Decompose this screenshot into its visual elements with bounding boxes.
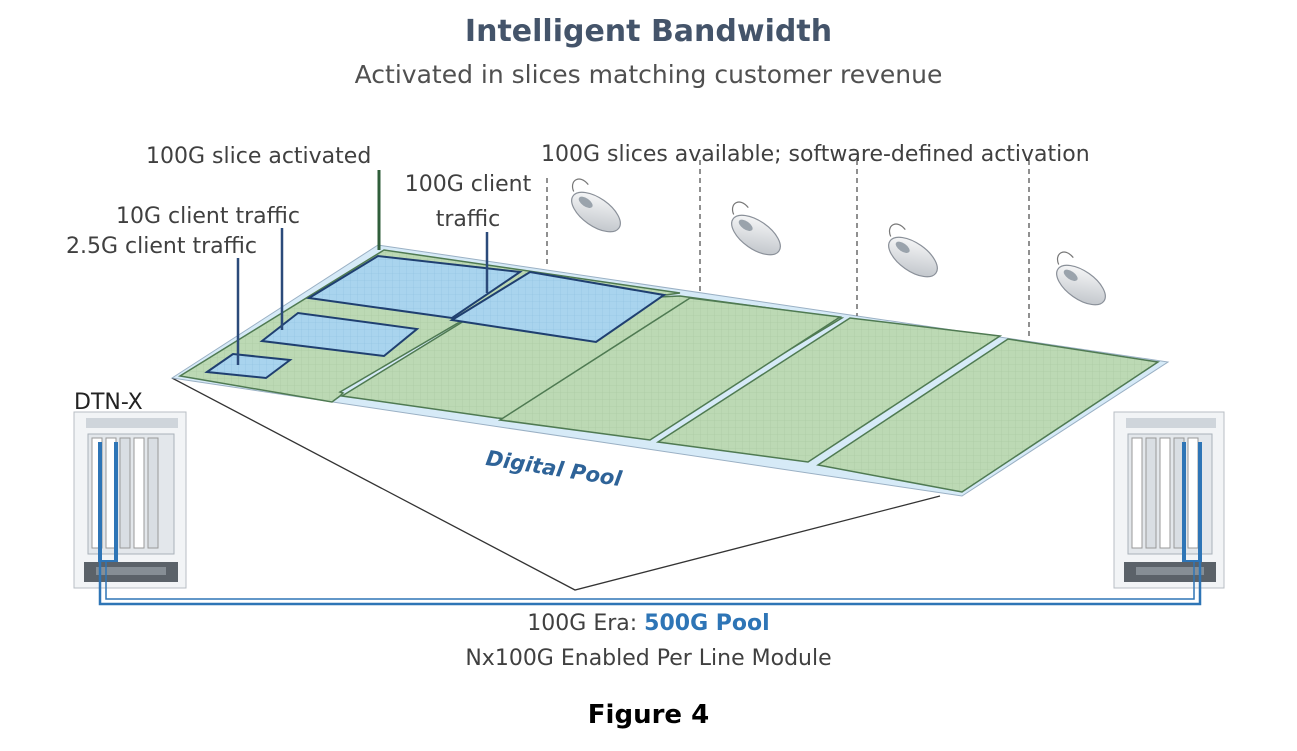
dtn-x-chassis-icon: [1113, 411, 1225, 589]
computer-mouse-icon: [1056, 251, 1106, 306]
line-link: [98, 560, 1202, 606]
module-caption: Nx100G Enabled Per Line Module: [465, 646, 832, 671]
dtn-x-label: DTN-X: [74, 390, 143, 415]
client-2-5g-block: [204, 352, 293, 380]
callout-slices-available: 100G slices available; software-defined …: [541, 142, 1090, 167]
slice-available-4: [816, 338, 1161, 493]
slice-available-3: [655, 317, 1003, 463]
computer-mouse-icon: [888, 223, 938, 278]
projection-wedge: [171, 377, 941, 591]
era-pool: 500G Pool: [644, 611, 770, 636]
diagram-title: Intelligent Bandwidth: [464, 14, 833, 49]
dtn-x-chassis-icon: [73, 411, 187, 589]
computer-mouse-icon: [731, 201, 781, 256]
callout-100g-client-line1: 100G client: [404, 172, 532, 197]
slice-available-2: [497, 297, 843, 441]
era-caption: 100G Era: 500G Pool: [0, 611, 1297, 636]
callout-10g-client: 10G client traffic: [116, 204, 300, 229]
callout-slice-activated: 100G slice activated: [146, 144, 372, 169]
callout-2-5g-client: 2.5G client traffic: [66, 234, 257, 259]
client-100g-block-b: [449, 270, 667, 344]
client-100g-block-a: [306, 254, 523, 320]
callout-100g-client-line2: traffic: [435, 207, 501, 232]
computer-mouse-icon: [571, 178, 621, 233]
client-10g-block: [259, 311, 420, 358]
diagram-subtitle: Activated in slices matching customer re…: [354, 60, 943, 89]
era-prefix: 100G Era:: [527, 611, 645, 636]
figure-caption: Figure 4: [587, 700, 710, 730]
